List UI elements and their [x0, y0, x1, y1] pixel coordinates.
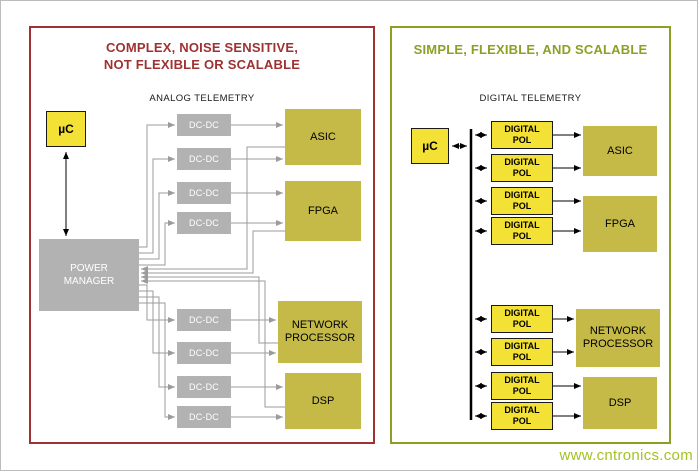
dcdc-converter-5: DC-DC [177, 309, 231, 331]
analog-load-dsp: DSP [285, 373, 361, 429]
power-manager-label-line2: MANAGER [63, 276, 115, 287]
pol-label-line2: POL [512, 168, 532, 178]
digital-pol-2: DIGITAL POL [491, 154, 553, 182]
analog-title-line1: COMPLEX, NOISE SENSITIVE, [105, 40, 299, 55]
dcdc-converter-7: DC-DC [177, 376, 231, 398]
pol-label-line2: POL [512, 416, 532, 426]
pol-label-line1: DIGITAL [504, 341, 540, 351]
digital-pol-8: DIGITAL POL [491, 402, 553, 430]
dcdc-converter-6: DC-DC [177, 342, 231, 364]
power-manager: POWER MANAGER [39, 239, 139, 311]
pol-label-line2: POL [512, 201, 532, 211]
digital-panel-title: SIMPLE, FLEXIBLE, AND SCALABLE [413, 42, 648, 57]
digital-microcontroller: µC [411, 128, 449, 164]
digital-network-processor-line1: NETWORK [589, 325, 647, 337]
pol-label-line1: DIGITAL [504, 124, 540, 134]
digital-pol-3: DIGITAL POL [491, 187, 553, 215]
analog-load-asic: ASIC [285, 109, 361, 165]
dcdc-converter-1: DC-DC [177, 114, 231, 136]
power-manager-label-line1: POWER [70, 263, 108, 274]
digital-load-network-processor: NETWORK PROCESSOR [576, 309, 660, 367]
digital-pol-5: DIGITAL POL [491, 305, 553, 333]
digital-pol-6: DIGITAL POL [491, 338, 553, 366]
pol-label-line2: POL [512, 135, 532, 145]
pol-label-line2: POL [512, 386, 532, 396]
digital-panel-frame [390, 26, 671, 444]
analog-title-line2: NOT FLEXIBLE OR SCALABLE [103, 57, 301, 72]
analog-panel-frame [29, 26, 375, 444]
digital-load-asic: ASIC [583, 126, 657, 176]
dcdc-converter-8: DC-DC [177, 406, 231, 428]
pol-label-line2: POL [512, 231, 532, 241]
pol-label-line1: DIGITAL [504, 375, 540, 385]
pol-label-line1: DIGITAL [504, 190, 540, 200]
dcdc-converter-2: DC-DC [177, 148, 231, 170]
pol-label-line2: POL [512, 319, 532, 329]
analog-network-processor-line2: PROCESSOR [284, 332, 356, 344]
analog-panel-title: COMPLEX, NOISE SENSITIVE, NOT FLEXIBLE O… [29, 39, 375, 73]
digital-pol-1: DIGITAL POL [491, 121, 553, 149]
dcdc-converter-3: DC-DC [177, 182, 231, 204]
digital-network-processor-line2: PROCESSOR [582, 338, 654, 350]
pol-label-line1: DIGITAL [504, 308, 540, 318]
digital-pol-4: DIGITAL POL [491, 217, 553, 245]
analog-microcontroller: µC [46, 111, 86, 147]
analog-load-network-processor: NETWORK PROCESSOR [278, 301, 362, 363]
analog-load-fpga: FPGA [285, 181, 361, 241]
pol-label-line2: POL [512, 352, 532, 362]
pol-label-line1: DIGITAL [504, 405, 540, 415]
dcdc-converter-4: DC-DC [177, 212, 231, 234]
analog-network-processor-line1: NETWORK [291, 319, 349, 331]
digital-load-dsp: DSP [583, 377, 657, 429]
pol-label-line1: DIGITAL [504, 220, 540, 230]
watermark-text: www.cntronics.com [559, 447, 693, 464]
digital-telemetry-label: DIGITAL TELEMETRY [479, 93, 582, 104]
digital-load-fpga: FPGA [583, 196, 657, 252]
analog-telemetry-label: ANALOG TELEMETRY [149, 93, 255, 104]
pol-label-line1: DIGITAL [504, 157, 540, 167]
digital-pol-7: DIGITAL POL [491, 372, 553, 400]
